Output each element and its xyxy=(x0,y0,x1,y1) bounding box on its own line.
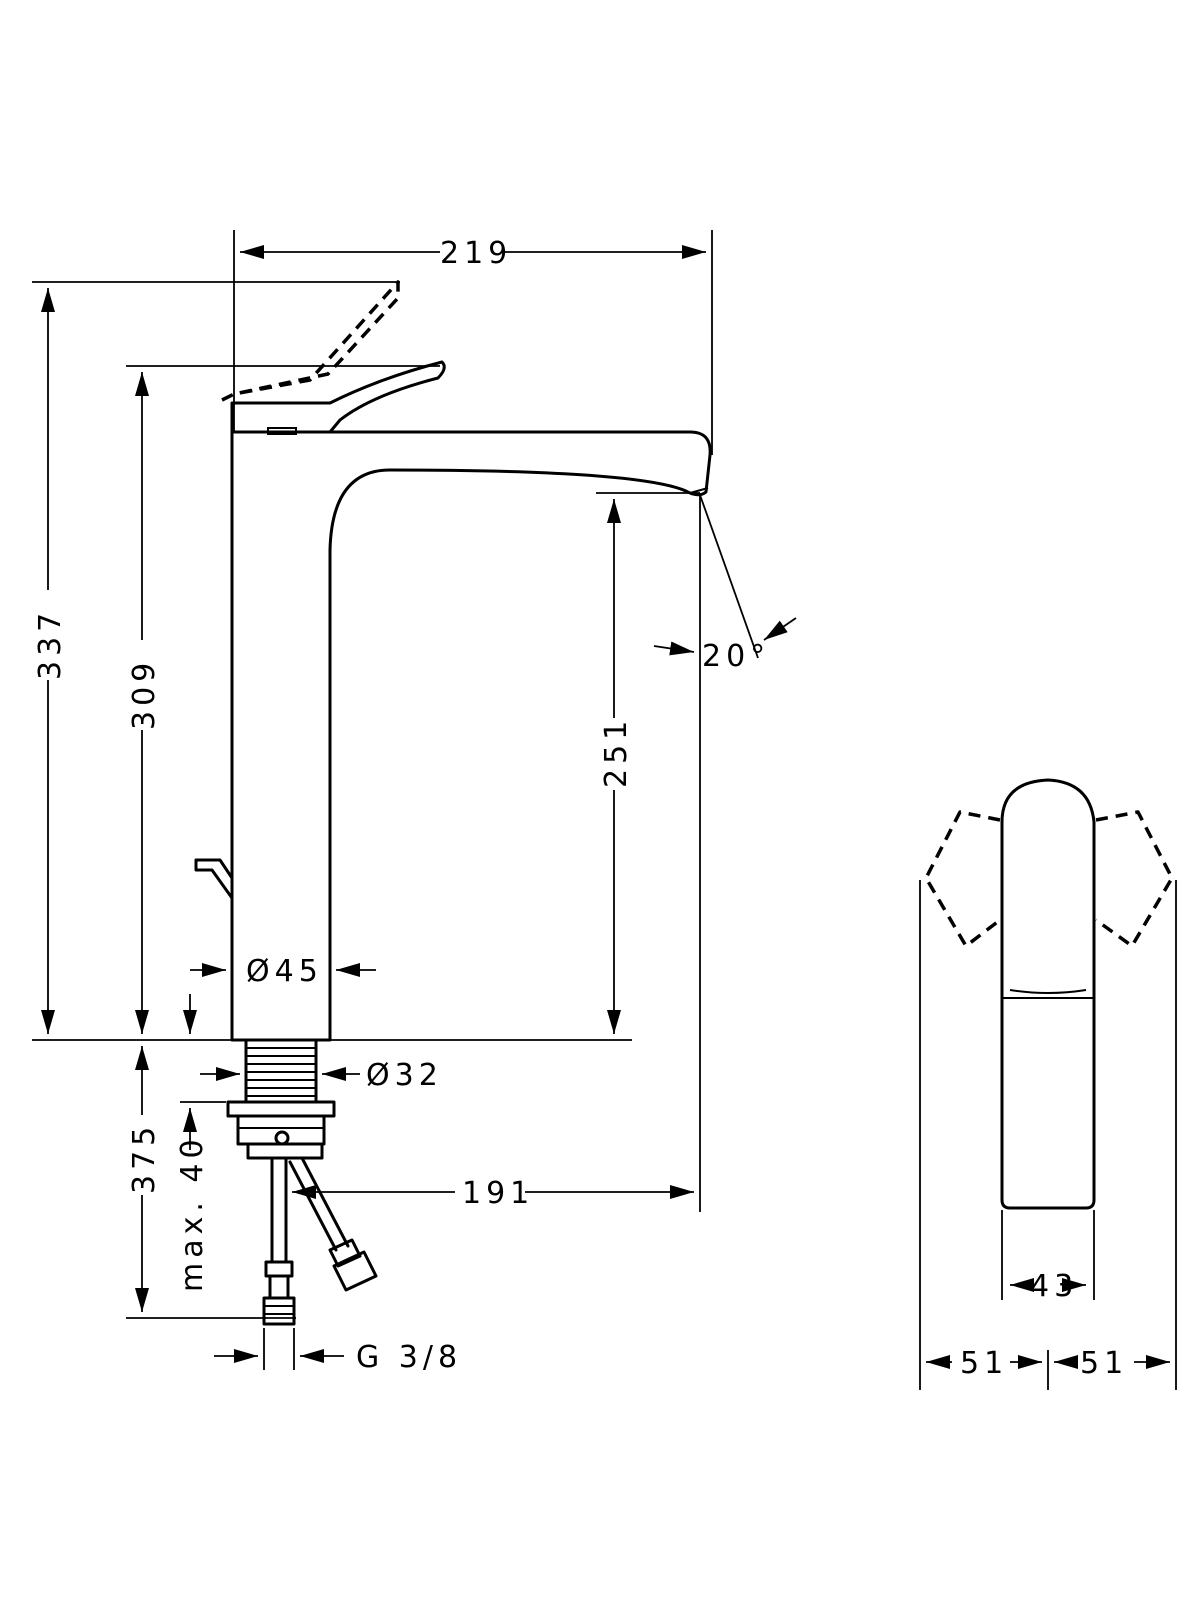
label-height-spout: 309 xyxy=(127,658,162,730)
handle-solid xyxy=(230,360,446,434)
dimension-labels: 219 337 309 251 20° Ø45 Ø32 375 max. 40 … xyxy=(33,236,1128,1381)
label-width-total: 219 xyxy=(440,236,512,271)
label-body-diameter: Ø45 xyxy=(246,954,323,989)
faucet-body xyxy=(230,430,712,1042)
handle-swing-right xyxy=(1094,810,1174,948)
faucet-side-view xyxy=(194,280,712,1042)
label-below-deck: 375 xyxy=(127,1122,162,1194)
handle-front-view xyxy=(919,778,1177,1390)
dimension-lines xyxy=(32,230,797,1370)
label-spray-angle: 20° xyxy=(702,639,770,674)
label-swing-right: 51 xyxy=(1080,1346,1128,1381)
label-swing-left: 51 xyxy=(960,1346,1008,1381)
handle-raised xyxy=(221,280,400,402)
label-thread-diameter: Ø32 xyxy=(366,1058,443,1093)
popup-lever xyxy=(194,858,234,900)
handle-front-outline xyxy=(1000,778,1096,1210)
handle-swing-left xyxy=(924,810,1002,948)
label-reach: 191 xyxy=(462,1176,534,1211)
label-handle-width: 43 xyxy=(1030,1269,1078,1304)
label-spout-clearance: 251 xyxy=(599,716,634,788)
label-connection: G 3/8 xyxy=(356,1340,462,1375)
label-height-total: 337 xyxy=(33,608,68,680)
aerator-line xyxy=(267,427,297,435)
label-max-deck: max. 40 xyxy=(175,1134,210,1292)
threaded-shank xyxy=(226,1038,336,1160)
supply-hoses xyxy=(262,1156,378,1326)
